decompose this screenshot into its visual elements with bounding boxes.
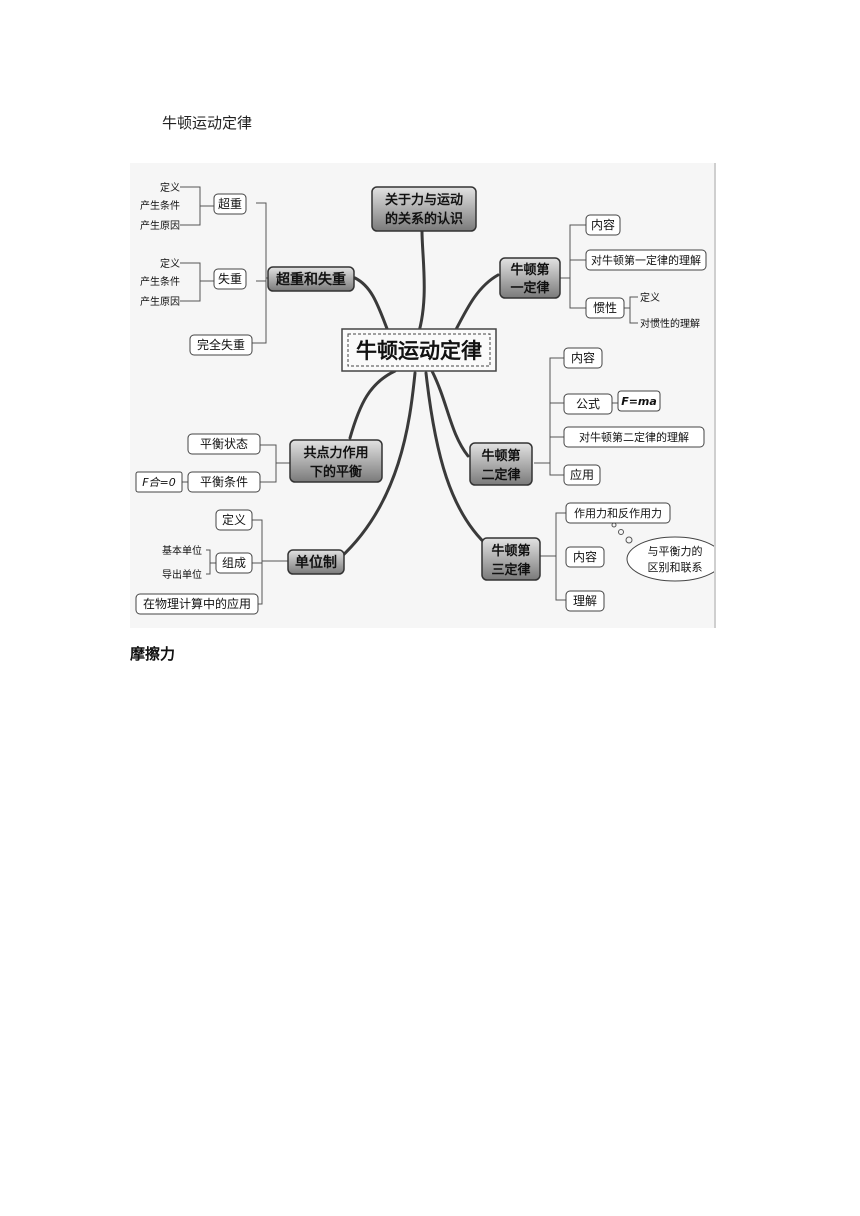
node-second-law: 牛顿第 二定律	[469, 442, 533, 486]
guanxing-item-2: 对惯性的理解	[640, 317, 700, 330]
connector-lines	[180, 186, 638, 605]
shizhong-item-1: 定义	[160, 257, 180, 270]
second-law-formula: F=ma	[621, 395, 657, 408]
chaozhong-item-1: 定义	[160, 181, 180, 194]
svg-text:共点力作用: 共点力作用	[303, 445, 368, 461]
node-top-line2: 的关系的认识	[385, 211, 463, 227]
danweizhi-dingyi-label: 定义	[222, 512, 246, 527]
pingheng-tiaojian-label: 平衡条件	[200, 475, 248, 489]
chaozhong-item-2: 产生条件	[140, 199, 180, 212]
svg-text:三定律: 三定律	[491, 562, 530, 578]
danweizhi-zucheng-label: 组成	[222, 556, 246, 570]
second-law-lijie: 对牛顿第二定律的理解	[579, 430, 689, 444]
wanquan-shizhong-label: 完全失重	[197, 337, 245, 352]
node-danweizhi-label: 单位制	[295, 554, 337, 571]
svg-text:牛顿第: 牛顿第	[481, 448, 520, 464]
node-first-law: 牛顿第 一定律	[499, 257, 561, 299]
second-law-neirong: 内容	[571, 350, 595, 365]
svg-text:下的平衡: 下的平衡	[310, 464, 362, 480]
third-law-zuoyongli: 作用力和反作用力	[574, 507, 662, 520]
scan-edge	[714, 163, 716, 628]
center-node: 牛顿运动定律	[341, 328, 497, 372]
guanxing-item-1: 定义	[640, 291, 660, 304]
chaozhong-item-3: 产生原因	[140, 219, 180, 232]
zucheng-item-1: 基本单位	[162, 544, 202, 557]
center-label: 牛顿运动定律	[356, 339, 482, 363]
svg-text:二定律: 二定律	[481, 467, 520, 483]
shizhong-item-3: 产生原因	[140, 295, 180, 308]
shizhong-item-2: 产生条件	[140, 275, 180, 288]
node-chaozhong-shizhong-label: 超重和失重	[275, 271, 346, 288]
main-branches	[338, 229, 500, 560]
newton-laws-mindmap: 牛顿运动定律 关于力与运动 的关系的认识 超重和失重 牛顿第 一定律 共点力作用…	[130, 163, 716, 628]
first-law-lijie: 对牛顿第一定律的理解	[591, 253, 701, 267]
third-law-neirong: 内容	[573, 549, 597, 564]
shizhong-label: 失重	[218, 271, 242, 286]
third-law-bubble-line1: 与平衡力的	[648, 544, 703, 558]
bubble-dots	[611, 522, 633, 544]
leaf-boxes	[135, 193, 716, 615]
second-law-gongshi: 公式	[576, 397, 600, 411]
first-law-guanxing: 惯性	[593, 300, 617, 315]
node-danweizhi: 单位制	[287, 549, 345, 575]
node-top: 关于力与运动 的关系的认识	[371, 186, 477, 232]
danweizhi-yingyong-label: 在物理计算中的应用	[143, 596, 251, 611]
second-law-yingyong: 应用	[570, 467, 594, 482]
svg-text:牛顿第: 牛顿第	[510, 262, 549, 278]
first-law-neirong: 内容	[591, 217, 615, 232]
third-law-lijie: 理解	[573, 594, 597, 608]
svg-text:牛顿第: 牛顿第	[491, 543, 530, 559]
zucheng-item-2: 导出单位	[162, 568, 202, 581]
section-heading: 摩擦力	[130, 645, 176, 663]
node-third-law: 牛顿第 三定律	[481, 537, 541, 581]
node-gongdian-pingheng: 共点力作用 下的平衡	[289, 439, 383, 483]
node-chaozhong-shizhong: 超重和失重	[267, 266, 355, 292]
chaozhong-label: 超重	[218, 196, 242, 211]
pingheng-formula: F合=0	[142, 476, 176, 489]
document-heading: 牛顿运动定律	[162, 114, 253, 132]
svg-text:一定律: 一定律	[510, 280, 549, 296]
node-top-line1: 关于力与运动	[385, 192, 463, 208]
third-law-bubble-line2: 区别和联系	[648, 561, 703, 574]
pingheng-zhuangtai-label: 平衡状态	[200, 437, 248, 451]
